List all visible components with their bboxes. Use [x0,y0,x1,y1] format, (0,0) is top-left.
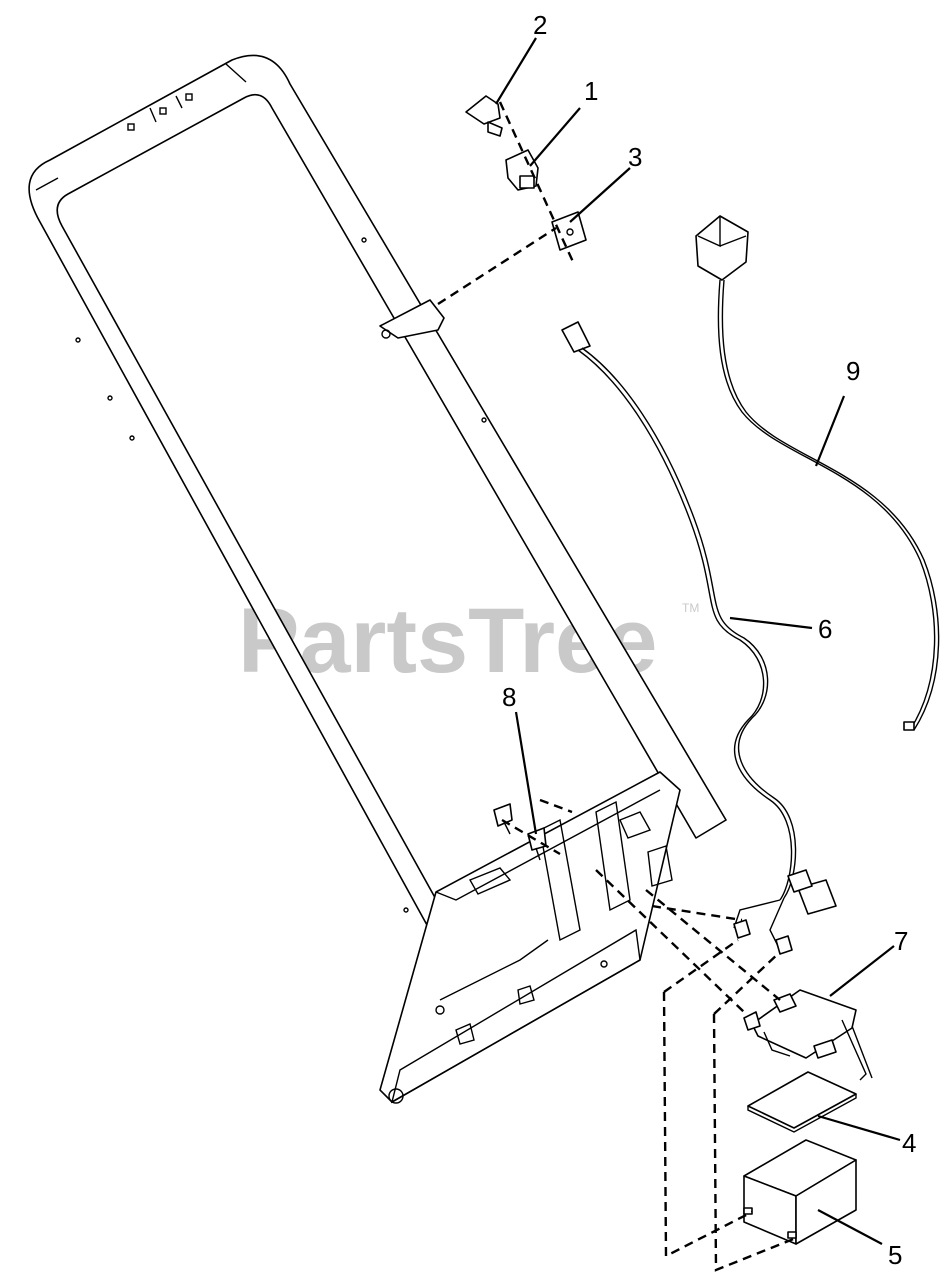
key-switch-part-1 [505,149,539,191]
switch-bracket-mount [379,299,445,339]
assembly-lines [437,101,797,1272]
battery-part-5 [743,1139,857,1245]
callout-2: 2 [533,10,547,40]
callout-8: 8 [502,682,516,712]
callout-9: 9 [846,356,860,386]
callout-6: 6 [818,614,832,644]
callout-7: 7 [894,926,908,956]
callout-4: 4 [902,1128,916,1158]
battery-tray-assembly [379,771,681,1104]
key-part-2 [465,95,503,137]
callout-1: 1 [584,76,598,106]
watermark-trademark: TM [682,601,699,615]
battery-bracket-part-7 [743,989,873,1081]
charger-part-9 [695,215,940,731]
pad-part-4 [747,1071,857,1133]
handle-frame [28,54,727,986]
callout-5: 5 [888,1240,902,1270]
callout-labels: 2 1 3 9 6 8 7 4 5 [502,10,916,1270]
wire-harness-part-6 [561,321,837,955]
leader-lines [495,37,901,1245]
switch-plate-part-3 [551,211,587,251]
callout-3: 3 [628,142,642,172]
